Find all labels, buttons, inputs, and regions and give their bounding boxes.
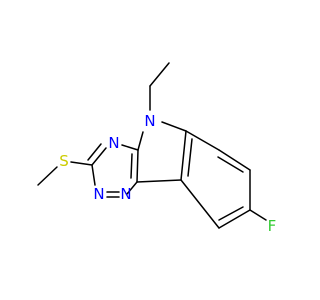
bond-ethyl-ch2-ch3	[149, 62, 170, 87]
atom-n4: N	[108, 134, 119, 152]
bond-n4-c3	[91, 147, 107, 166]
atom-labels: N N N N S F	[59, 112, 276, 235]
bond-n1-c9b	[126, 181, 138, 195]
molecule-structure: N N N N S F	[37, 62, 276, 235]
bond-s-ch3	[37, 166, 58, 186]
bond-c3-s	[70, 161, 93, 166]
bond-c9a-c9b	[136, 179, 182, 183]
atom-n1: N	[120, 185, 131, 203]
bond-c4a-c9b	[136, 149, 139, 183]
bond-c8-c9	[218, 209, 251, 229]
atom-sulfur: S	[59, 152, 69, 170]
bond-c6-c7	[218, 149, 251, 171]
atom-n2: N	[93, 185, 104, 203]
bond-c8-f	[249, 209, 267, 221]
bond-c8-c9-inner	[218, 206, 244, 221]
bond-c6-c7-inner	[217, 156, 244, 173]
atom-fluorine: F	[268, 217, 277, 235]
bond-c9-c9a	[180, 179, 220, 229]
bond-c5a-c6	[185, 130, 220, 151]
bond-c4a-c9b-inner	[130, 153, 133, 179]
bond-c4a-n4	[121, 144, 139, 151]
bond-n4-c3-inner	[87, 143, 102, 161]
bond-n5-c4a	[137, 131, 144, 151]
atom-n5: N	[144, 112, 155, 130]
bond-c5a-c9a	[180, 130, 187, 181]
bond-c5a-c9a-inner	[187, 138, 193, 177]
bond-c3-n2	[91, 164, 96, 186]
bond-n5-c5a	[161, 121, 187, 132]
bonds	[37, 62, 267, 229]
